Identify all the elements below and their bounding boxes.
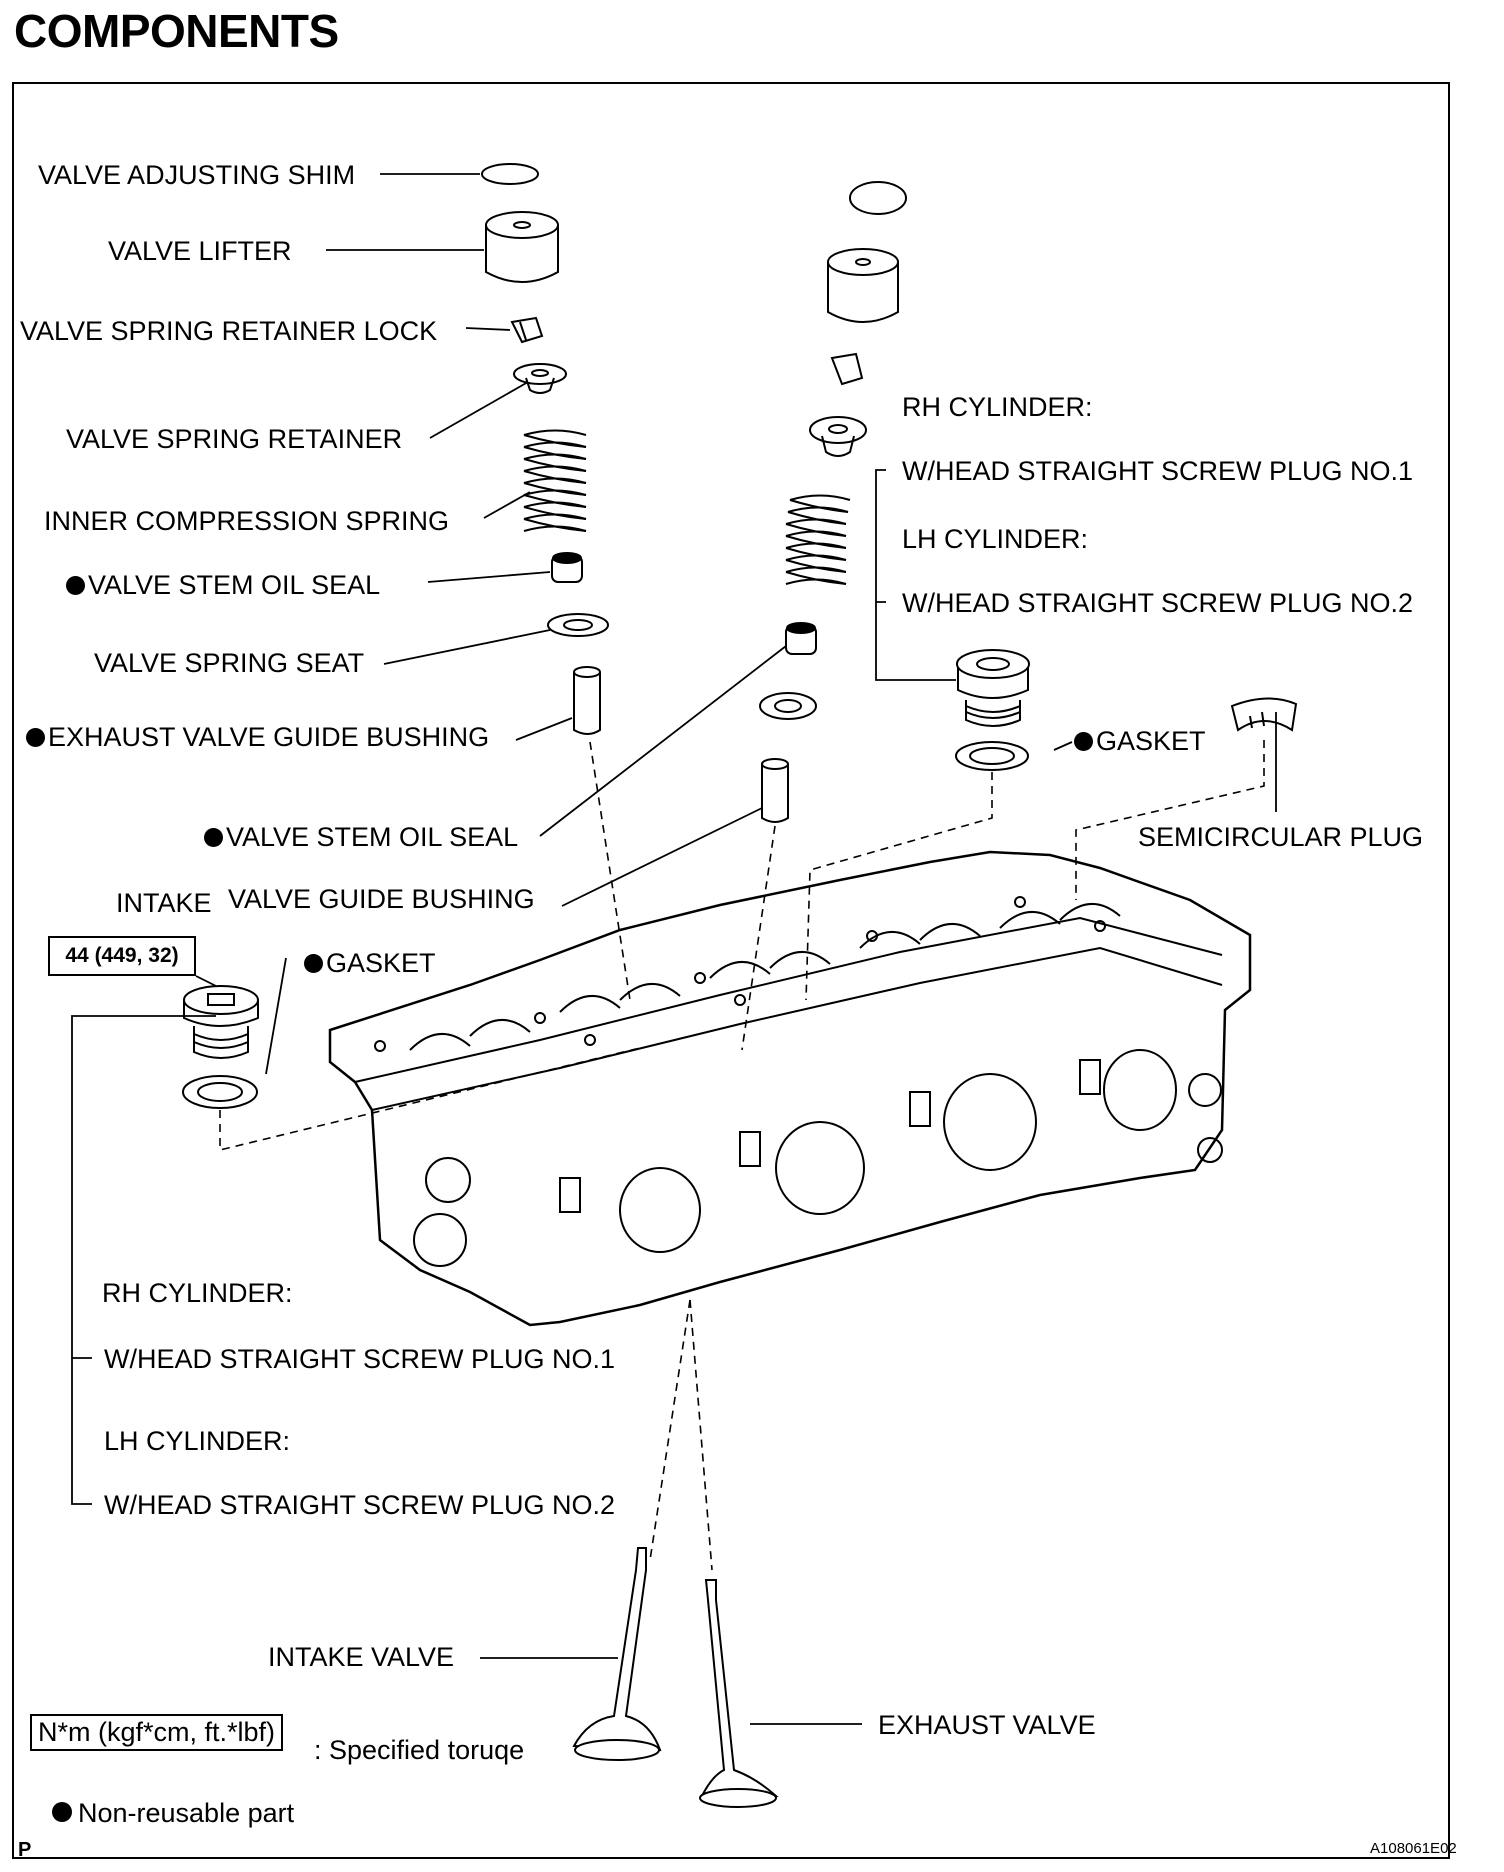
spring-seat-left	[547, 613, 609, 637]
retainer-lock-left	[510, 316, 544, 344]
intake-guide-bushing	[761, 758, 789, 823]
label-valve-stem-oil-seal-2: VALVE STEM OIL SEAL	[204, 824, 518, 851]
cylinder-head	[328, 850, 1252, 1327]
label-lh-cylinder-left: LH CYLINDER:	[104, 1426, 291, 1456]
legend-nonreusable-part: Non-reusable part	[78, 1798, 295, 1828]
label-valve-spring-retainer: VALVE SPRING RETAINER	[66, 424, 403, 454]
label-intake-word: INTAKE	[116, 888, 212, 918]
shim-right	[849, 181, 907, 215]
label-valve-lifter: VALVE LIFTER	[108, 236, 292, 266]
gasket-right-part	[955, 741, 1029, 771]
label-valve-adjusting-shim: VALVE ADJUSTING SHIM	[38, 160, 356, 190]
retainer-lock-right	[830, 352, 864, 386]
dashed-lines	[219, 740, 1265, 1571]
diagram-frame	[12, 82, 1450, 1859]
retainer-right	[809, 416, 867, 457]
page-title: COMPONENTS	[14, 5, 339, 57]
label-valve-guide-bushing: VALVE GUIDE BUSHING	[228, 884, 535, 914]
gasket-left-part	[182, 1075, 258, 1109]
stem-oil-seal-right	[785, 622, 817, 655]
inner-spring-left	[523, 429, 587, 532]
label-valve-stem-oil-seal-1: VALVE STEM OIL SEAL	[66, 572, 380, 599]
label-exhaust-valve: EXHAUST VALVE	[878, 1710, 1096, 1740]
intake-valve-part	[572, 1547, 662, 1761]
label-gasket-right: GASKET	[1074, 728, 1206, 755]
figure-code: A108061E02	[1370, 1840, 1457, 1857]
legend-torque-unit-box: N*m (kgf*cm, ft.*lbf)	[30, 1714, 284, 1751]
label-inner-compression-spring: INNER COMPRESSION SPRING	[44, 506, 450, 536]
label-gasket-left: GASKET	[304, 950, 436, 977]
lifter-right	[827, 248, 899, 323]
screw-plug-right	[956, 649, 1030, 727]
label-rh-cylinder-left: RH CYLINDER:	[102, 1278, 293, 1308]
legend-torque-description: : Specified toruqe	[314, 1735, 525, 1765]
label-exhaust-valve-guide-bushing: EXHAUST VALVE GUIDE BUSHING	[26, 724, 489, 751]
stem-oil-seal-left	[551, 552, 583, 583]
label-valve-spring-seat: VALVE SPRING SEAT	[94, 648, 365, 678]
screw-plug-left	[183, 985, 259, 1059]
spring-seat-right	[759, 692, 817, 720]
leader-lines	[71, 173, 1277, 1725]
label-screw-plug-no2-right: W/HEAD STRAIGHT SCREW PLUG NO.2	[902, 588, 1414, 618]
legend-dot-icon	[52, 1802, 72, 1822]
label-intake-valve: INTAKE VALVE	[268, 1642, 455, 1672]
label-screw-plug-no1-right: W/HEAD STRAIGHT SCREW PLUG NO.1	[902, 456, 1414, 486]
label-valve-spring-retainer-lock: VALVE SPRING RETAINER LOCK	[20, 316, 438, 346]
label-screw-plug-no1-left: W/HEAD STRAIGHT SCREW PLUG NO.1	[104, 1344, 616, 1374]
torque-value-box: 44 (449, 32)	[48, 936, 196, 976]
inner-spring-right	[785, 494, 851, 585]
label-semicircular-plug: SEMICIRCULAR PLUG	[1138, 822, 1424, 852]
label-lh-cylinder-right: LH CYLINDER:	[902, 524, 1089, 554]
retainer-left	[513, 363, 567, 394]
exhaust-valve-part	[699, 1579, 779, 1808]
label-rh-cylinder-right: RH CYLINDER:	[902, 392, 1093, 422]
label-screw-plug-no2-left: W/HEAD STRAIGHT SCREW PLUG NO.2	[104, 1490, 616, 1520]
semicircular-plug-part	[1230, 697, 1298, 732]
footer-page-mark: P	[18, 1839, 32, 1861]
lifter-left	[485, 211, 559, 283]
shim-left	[481, 163, 539, 185]
exhaust-guide-bushing-left	[573, 666, 601, 735]
